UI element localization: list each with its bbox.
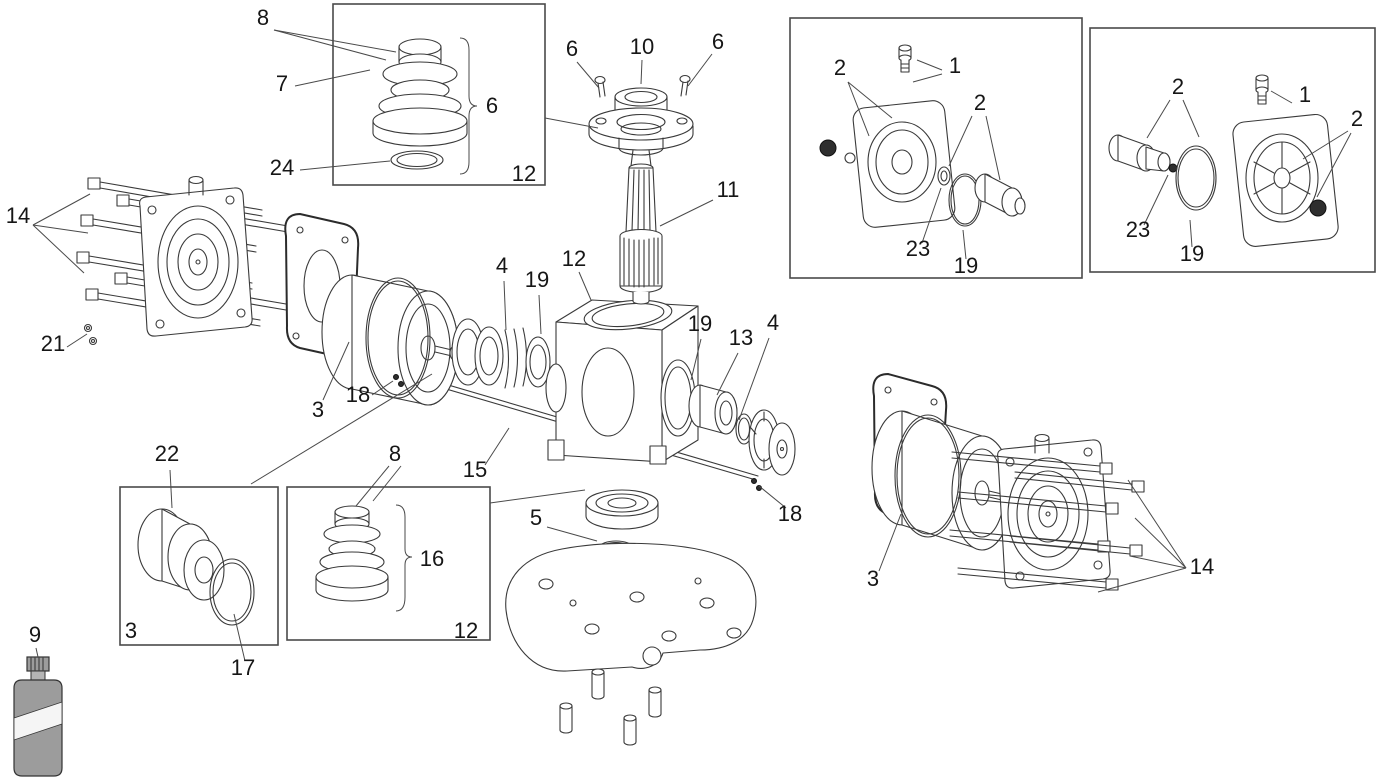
inset-box-bottom-middle bbox=[286, 486, 491, 641]
inset-box-right-b bbox=[1089, 27, 1376, 273]
callout-18-left[interactable]: 18 bbox=[346, 382, 370, 407]
input-shaft-11 bbox=[619, 149, 663, 305]
callout-6-left[interactable]: 6 bbox=[566, 36, 578, 61]
callouts: 8 7 24 6 12 6 10 6 11 12 2 1 2 23 19 2 1… bbox=[6, 5, 1363, 680]
callout-5[interactable]: 5 bbox=[530, 505, 542, 530]
callout-12-housing[interactable]: 12 bbox=[562, 246, 586, 271]
callout-14-right[interactable]: 14 bbox=[1190, 554, 1214, 579]
right-seal-stack bbox=[660, 359, 796, 476]
callout-7[interactable]: 7 bbox=[276, 71, 288, 96]
callout-23-b[interactable]: 23 bbox=[1126, 217, 1150, 242]
mounting-bracket bbox=[505, 542, 757, 672]
brace-6 bbox=[459, 37, 478, 175]
callout-12-inset-tl[interactable]: 12 bbox=[512, 161, 536, 186]
callout-13[interactable]: 13 bbox=[729, 325, 753, 350]
callout-8[interactable]: 8 bbox=[257, 5, 269, 30]
wheel-studs-right bbox=[949, 451, 1145, 591]
callout-15[interactable]: 15 bbox=[463, 457, 487, 482]
callout-1-a[interactable]: 1 bbox=[949, 53, 961, 78]
callout-8-bottom[interactable]: 8 bbox=[389, 441, 401, 466]
callout-16[interactable]: 16 bbox=[420, 546, 444, 571]
screw-18-left bbox=[393, 374, 404, 387]
left-drum bbox=[321, 274, 459, 406]
flange-bolt-right-6 bbox=[679, 74, 691, 97]
inset-box-top-left bbox=[332, 3, 546, 186]
callout-6-right[interactable]: 6 bbox=[712, 29, 724, 54]
output-flange-10 bbox=[588, 87, 694, 156]
callout-22[interactable]: 22 bbox=[155, 441, 179, 466]
callout-2-a1[interactable]: 2 bbox=[834, 55, 846, 80]
callout-19-mid[interactable]: 19 bbox=[688, 311, 712, 336]
callout-2-a2[interactable]: 2 bbox=[974, 90, 986, 115]
callout-11[interactable]: 11 bbox=[717, 177, 740, 202]
callout-1-b[interactable]: 1 bbox=[1299, 82, 1311, 107]
callout-19-a[interactable]: 19 bbox=[954, 253, 978, 278]
callout-4-left[interactable]: 4 bbox=[496, 253, 508, 278]
gearbox-housing bbox=[545, 299, 699, 465]
callout-21[interactable]: 21 bbox=[41, 331, 65, 356]
bracket-pins bbox=[559, 668, 662, 746]
callout-2-b2[interactable]: 2 bbox=[1351, 106, 1363, 131]
callout-3-right[interactable]: 3 bbox=[867, 566, 879, 591]
callout-3-inset[interactable]: 3 bbox=[125, 618, 137, 643]
inset-box-bottom-left bbox=[119, 486, 279, 646]
callout-24[interactable]: 24 bbox=[270, 155, 294, 180]
callout-9[interactable]: 9 bbox=[29, 622, 41, 647]
oil-bottle bbox=[13, 656, 63, 777]
callout-6-brace[interactable]: 6 bbox=[486, 93, 498, 118]
screws-21 bbox=[83, 323, 98, 346]
left-hub-carrier bbox=[139, 175, 253, 337]
leader-lines bbox=[32, 29, 1352, 662]
callout-23-a[interactable]: 23 bbox=[906, 236, 930, 261]
flange-bolt-left-6 bbox=[594, 75, 606, 98]
callout-10[interactable]: 10 bbox=[630, 34, 654, 59]
callout-4-right[interactable]: 4 bbox=[767, 310, 779, 335]
brace-16 bbox=[395, 504, 413, 612]
right-drum bbox=[871, 410, 1013, 551]
callout-12-inset-bm[interactable]: 12 bbox=[454, 618, 478, 643]
callout-18-right[interactable]: 18 bbox=[778, 501, 802, 526]
right-hub-carrier bbox=[997, 433, 1111, 589]
callout-19-b[interactable]: 19 bbox=[1180, 241, 1204, 266]
callout-19-left[interactable]: 19 bbox=[525, 267, 549, 292]
screw-18-right bbox=[751, 478, 762, 491]
inset-box-right-a bbox=[789, 17, 1083, 279]
left-seal-stack bbox=[451, 318, 551, 389]
callout-14-left[interactable]: 14 bbox=[6, 203, 30, 228]
callout-2-b1[interactable]: 2 bbox=[1172, 74, 1184, 99]
callout-3-left[interactable]: 3 bbox=[312, 397, 324, 422]
callout-17[interactable]: 17 bbox=[231, 655, 255, 680]
